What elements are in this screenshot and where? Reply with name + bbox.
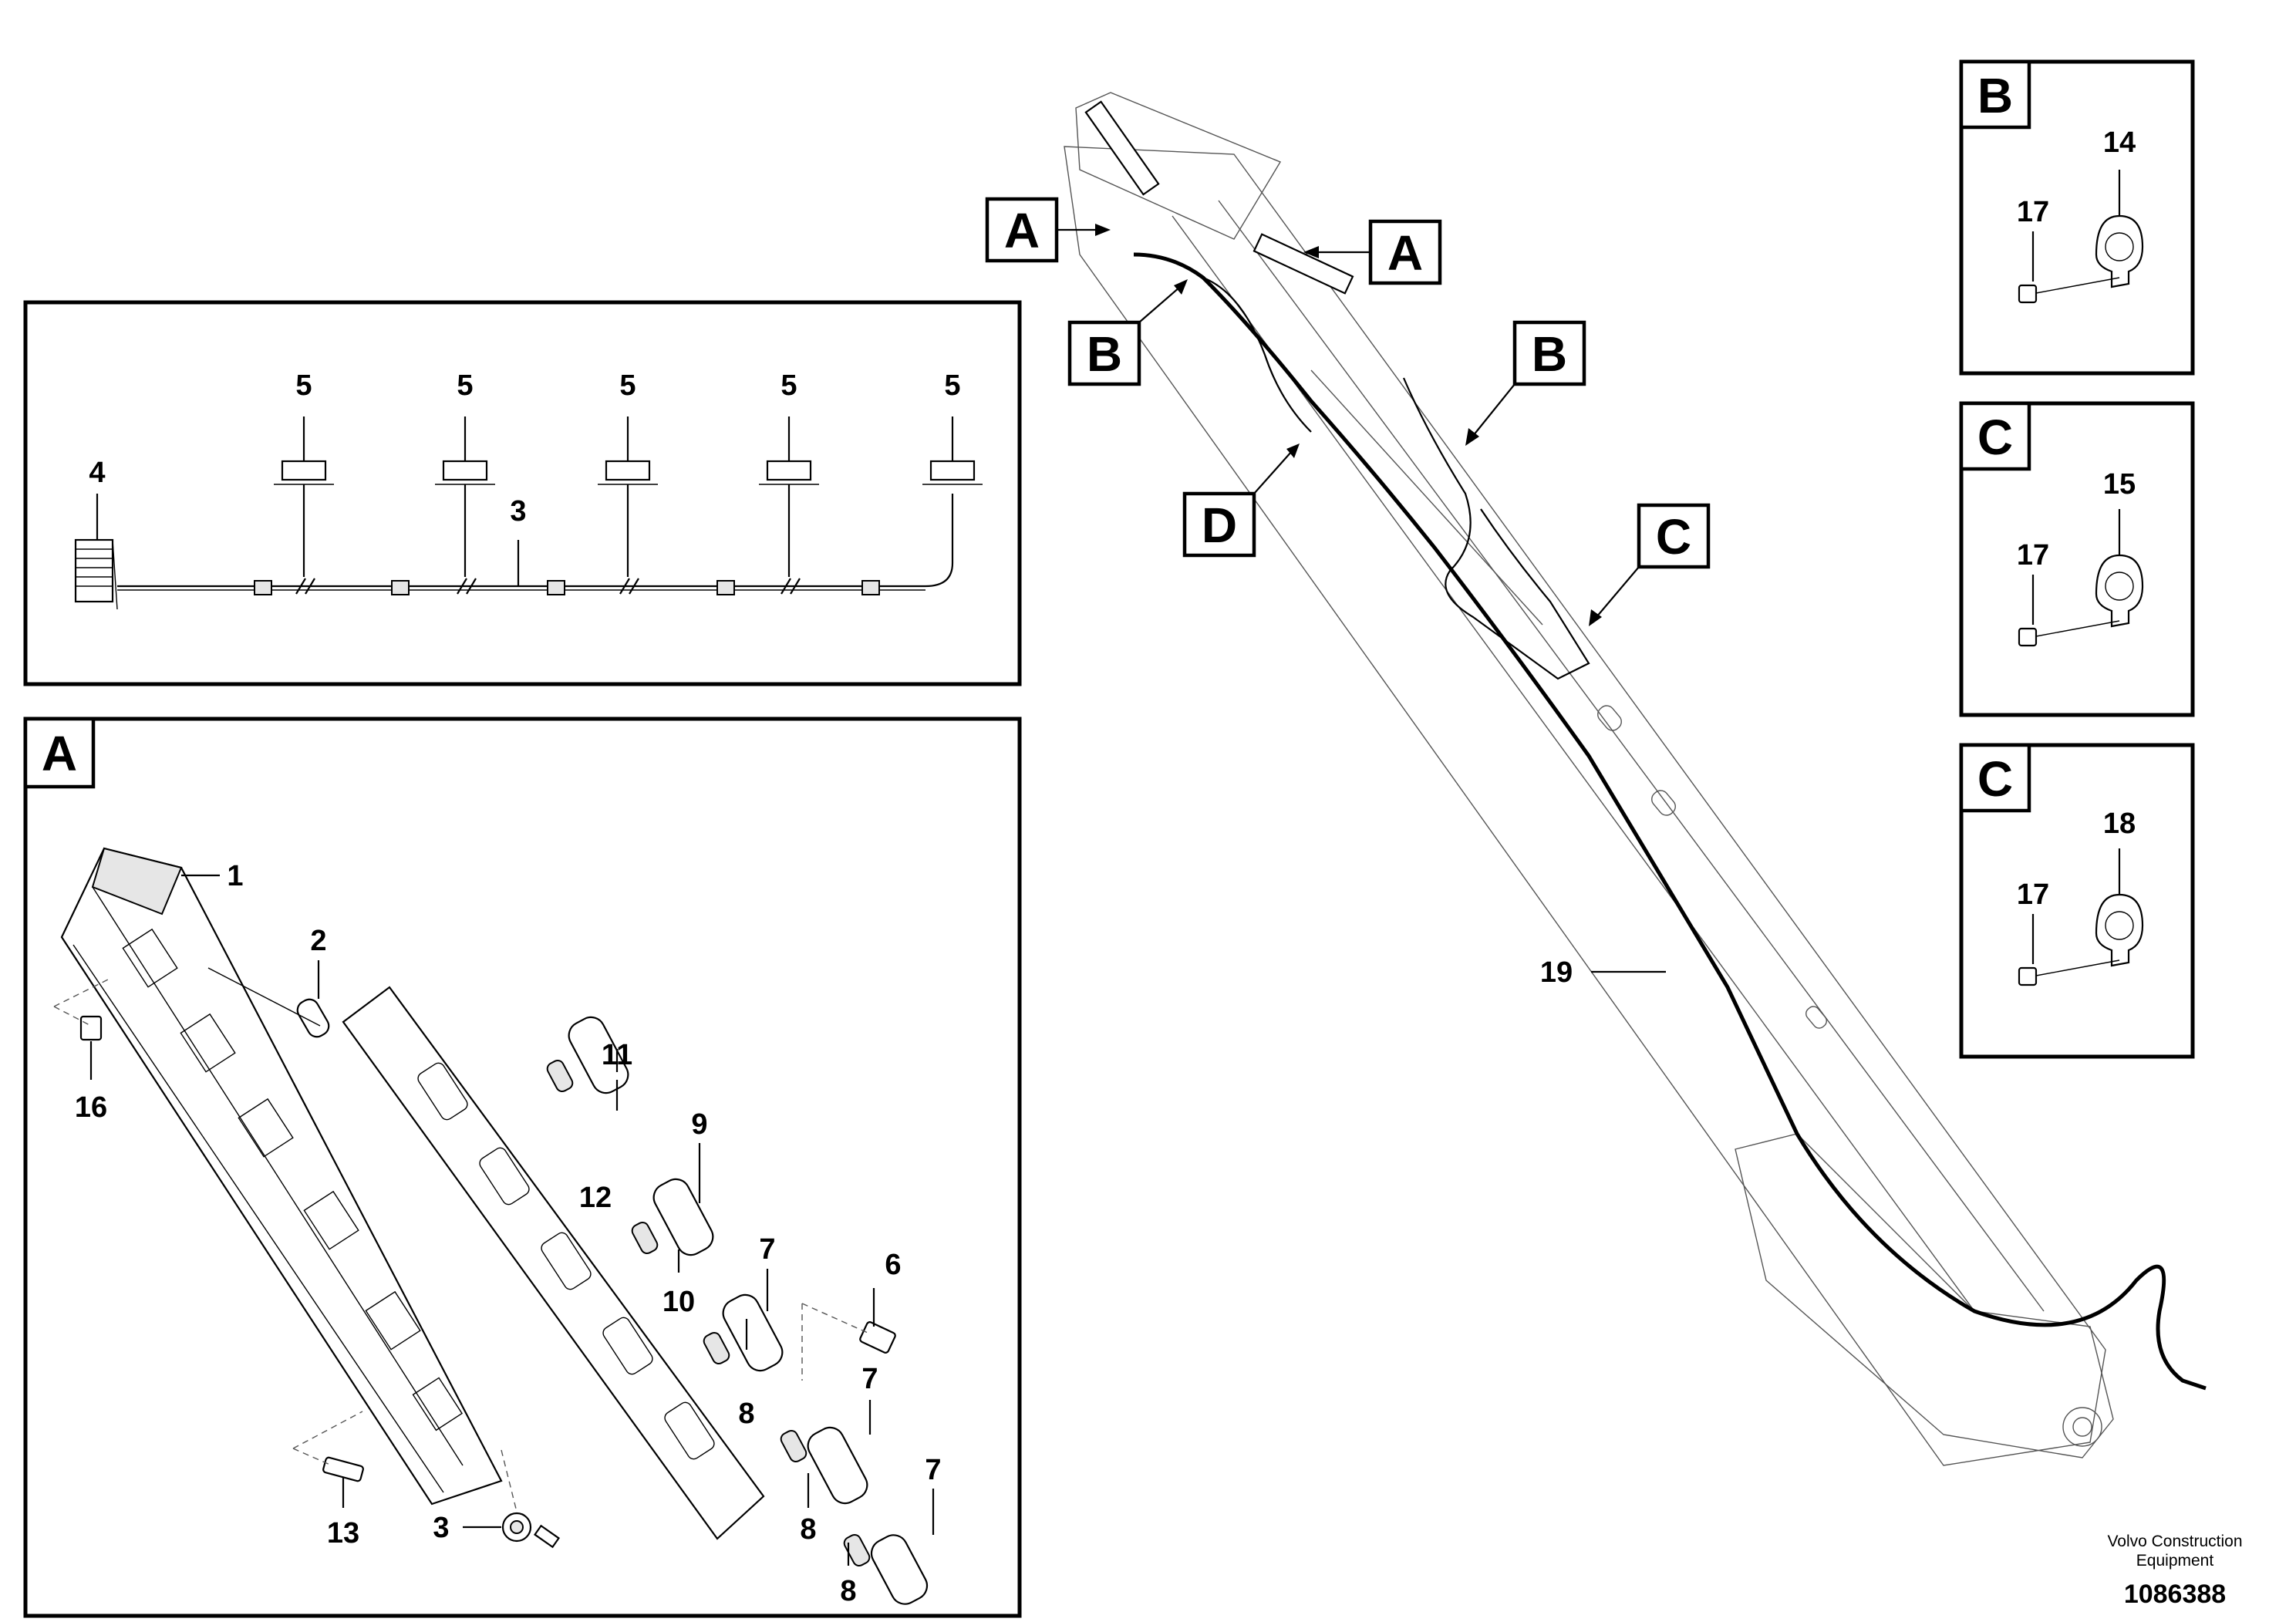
- label-item-16: 16: [75, 1091, 107, 1124]
- footer: Volvo Construction Equipment 1086388: [2107, 1533, 2242, 1609]
- callout-a-left: A: [985, 197, 1111, 263]
- screw: [53, 979, 109, 1041]
- detail-c-frame: [1959, 743, 2195, 1059]
- label-item-19: 19: [1540, 956, 1573, 989]
- label-item-8: 8: [800, 1513, 816, 1546]
- detail-b-panel: B 14 17: [1959, 59, 2195, 376]
- label-item-17: 17: [2017, 878, 2049, 911]
- detail-c-letter: C: [1977, 751, 2013, 807]
- brand-line-2: Equipment: [2136, 1552, 2214, 1570]
- label-item-5: 5: [781, 369, 797, 402]
- lamp-unit: [843, 1533, 929, 1605]
- callout-b-right: B: [1465, 320, 1586, 446]
- label-item-18: 18: [2103, 808, 2136, 840]
- label-item-11: 11: [602, 1039, 632, 1071]
- label-item-8: 8: [738, 1398, 754, 1430]
- label-item-3: 3: [433, 1512, 449, 1544]
- label-item-7: 7: [759, 1233, 775, 1266]
- callout-c: C: [1589, 503, 1711, 626]
- grommet: [207, 967, 330, 1038]
- detail-c-frame: [1959, 401, 2195, 717]
- lamp-unit: [631, 1178, 714, 1256]
- cable-sleeves: [254, 580, 880, 595]
- lamp-socket-group: [274, 416, 983, 595]
- detail-a-letter-box: [23, 717, 96, 789]
- drawing-number: 1086388: [2124, 1580, 2226, 1609]
- harness-panel-frame: [23, 300, 1022, 686]
- label-item-4: 4: [89, 457, 105, 489]
- label-item-10: 10: [663, 1286, 695, 1318]
- boom-head-plate: [1075, 92, 1282, 240]
- label-item-2: 2: [310, 925, 326, 957]
- harness-panel: 4 3 5 5 5 5 5: [23, 300, 1022, 686]
- boom-view: A A B B C D: [985, 92, 2207, 1466]
- lamp-mounting-plate: [342, 986, 765, 1540]
- sensor: [501, 1449, 561, 1549]
- detail-c-panel: C 15 17: [1959, 401, 2195, 717]
- label-item-8: 8: [840, 1575, 856, 1607]
- detail-c-panel: C 18 17: [1959, 743, 2195, 1059]
- p-clamp: [2095, 509, 2144, 628]
- label-item-17: 17: [2017, 539, 2049, 572]
- boom-lamp-bar: [1084, 100, 1160, 196]
- label-item-9: 9: [691, 1108, 707, 1141]
- label-item-17: 17: [2017, 196, 2049, 228]
- lamp-unit: [703, 1293, 784, 1372]
- detail-c-letter: C: [1977, 410, 2013, 465]
- callout-c-text: C: [1656, 509, 1691, 565]
- detail-b-frame: [1959, 59, 2195, 376]
- lamp-socket: [922, 416, 983, 485]
- callout-b-left-text: B: [1087, 326, 1122, 382]
- callout-a-left-text: A: [1004, 203, 1040, 258]
- label-item-5: 5: [944, 369, 960, 402]
- label-item-15: 15: [2103, 468, 2136, 501]
- clamp-screw: [2018, 575, 2120, 647]
- p-clamp: [2095, 848, 2144, 967]
- screw: [801, 1303, 896, 1381]
- label-item-3: 3: [510, 495, 526, 528]
- callout-b-left: B: [1067, 279, 1188, 386]
- label-item-5: 5: [457, 369, 473, 402]
- lamp-socket: [759, 416, 819, 595]
- label-item-7: 7: [861, 1363, 878, 1395]
- lamp-bracket: [60, 847, 503, 1506]
- clamp-screw: [2018, 914, 2120, 986]
- panel-a-leaders: [89, 874, 935, 1566]
- screw: [292, 1411, 364, 1482]
- label-item-14: 14: [2103, 126, 2136, 159]
- label-item-1: 1: [227, 860, 243, 892]
- p-clamp: [2095, 170, 2144, 288]
- lamp-unit: [780, 1426, 868, 1505]
- boom-lamp-bar: [1253, 233, 1354, 295]
- detail-a-letter: A: [42, 726, 77, 781]
- boom-cable-loop: [1402, 377, 1590, 680]
- label-item-7: 7: [925, 1454, 941, 1486]
- callout-a-right: A: [1303, 219, 1442, 285]
- brand-line-1: Volvo Construction: [2107, 1533, 2242, 1550]
- callout-d-text: D: [1202, 497, 1237, 553]
- lamp-socket: [435, 416, 495, 595]
- label-item-6: 6: [885, 1249, 901, 1281]
- callout-b-right-text: B: [1532, 326, 1567, 382]
- detail-b-letter: B: [1977, 68, 2013, 123]
- label-item-13: 13: [327, 1517, 359, 1549]
- callout-a-right-text: A: [1387, 225, 1423, 281]
- lamp-socket: [598, 416, 658, 595]
- detail-a-panel: A: [23, 717, 1022, 1618]
- label-item-5: 5: [619, 369, 636, 402]
- boom-foot: [1735, 1133, 2114, 1458]
- harness-connector: [74, 494, 118, 610]
- harness-main-cable: [117, 494, 954, 588]
- detail-a-frame: [23, 717, 1022, 1618]
- clamp-screw: [2018, 231, 2120, 304]
- callout-d: D: [1182, 443, 1300, 558]
- lamp-socket: [274, 416, 334, 595]
- boom-outline: [1064, 146, 2106, 1466]
- label-item-5: 5: [295, 369, 312, 402]
- label-item-12: 12: [579, 1182, 612, 1214]
- boom-cable: [1133, 252, 2207, 1391]
